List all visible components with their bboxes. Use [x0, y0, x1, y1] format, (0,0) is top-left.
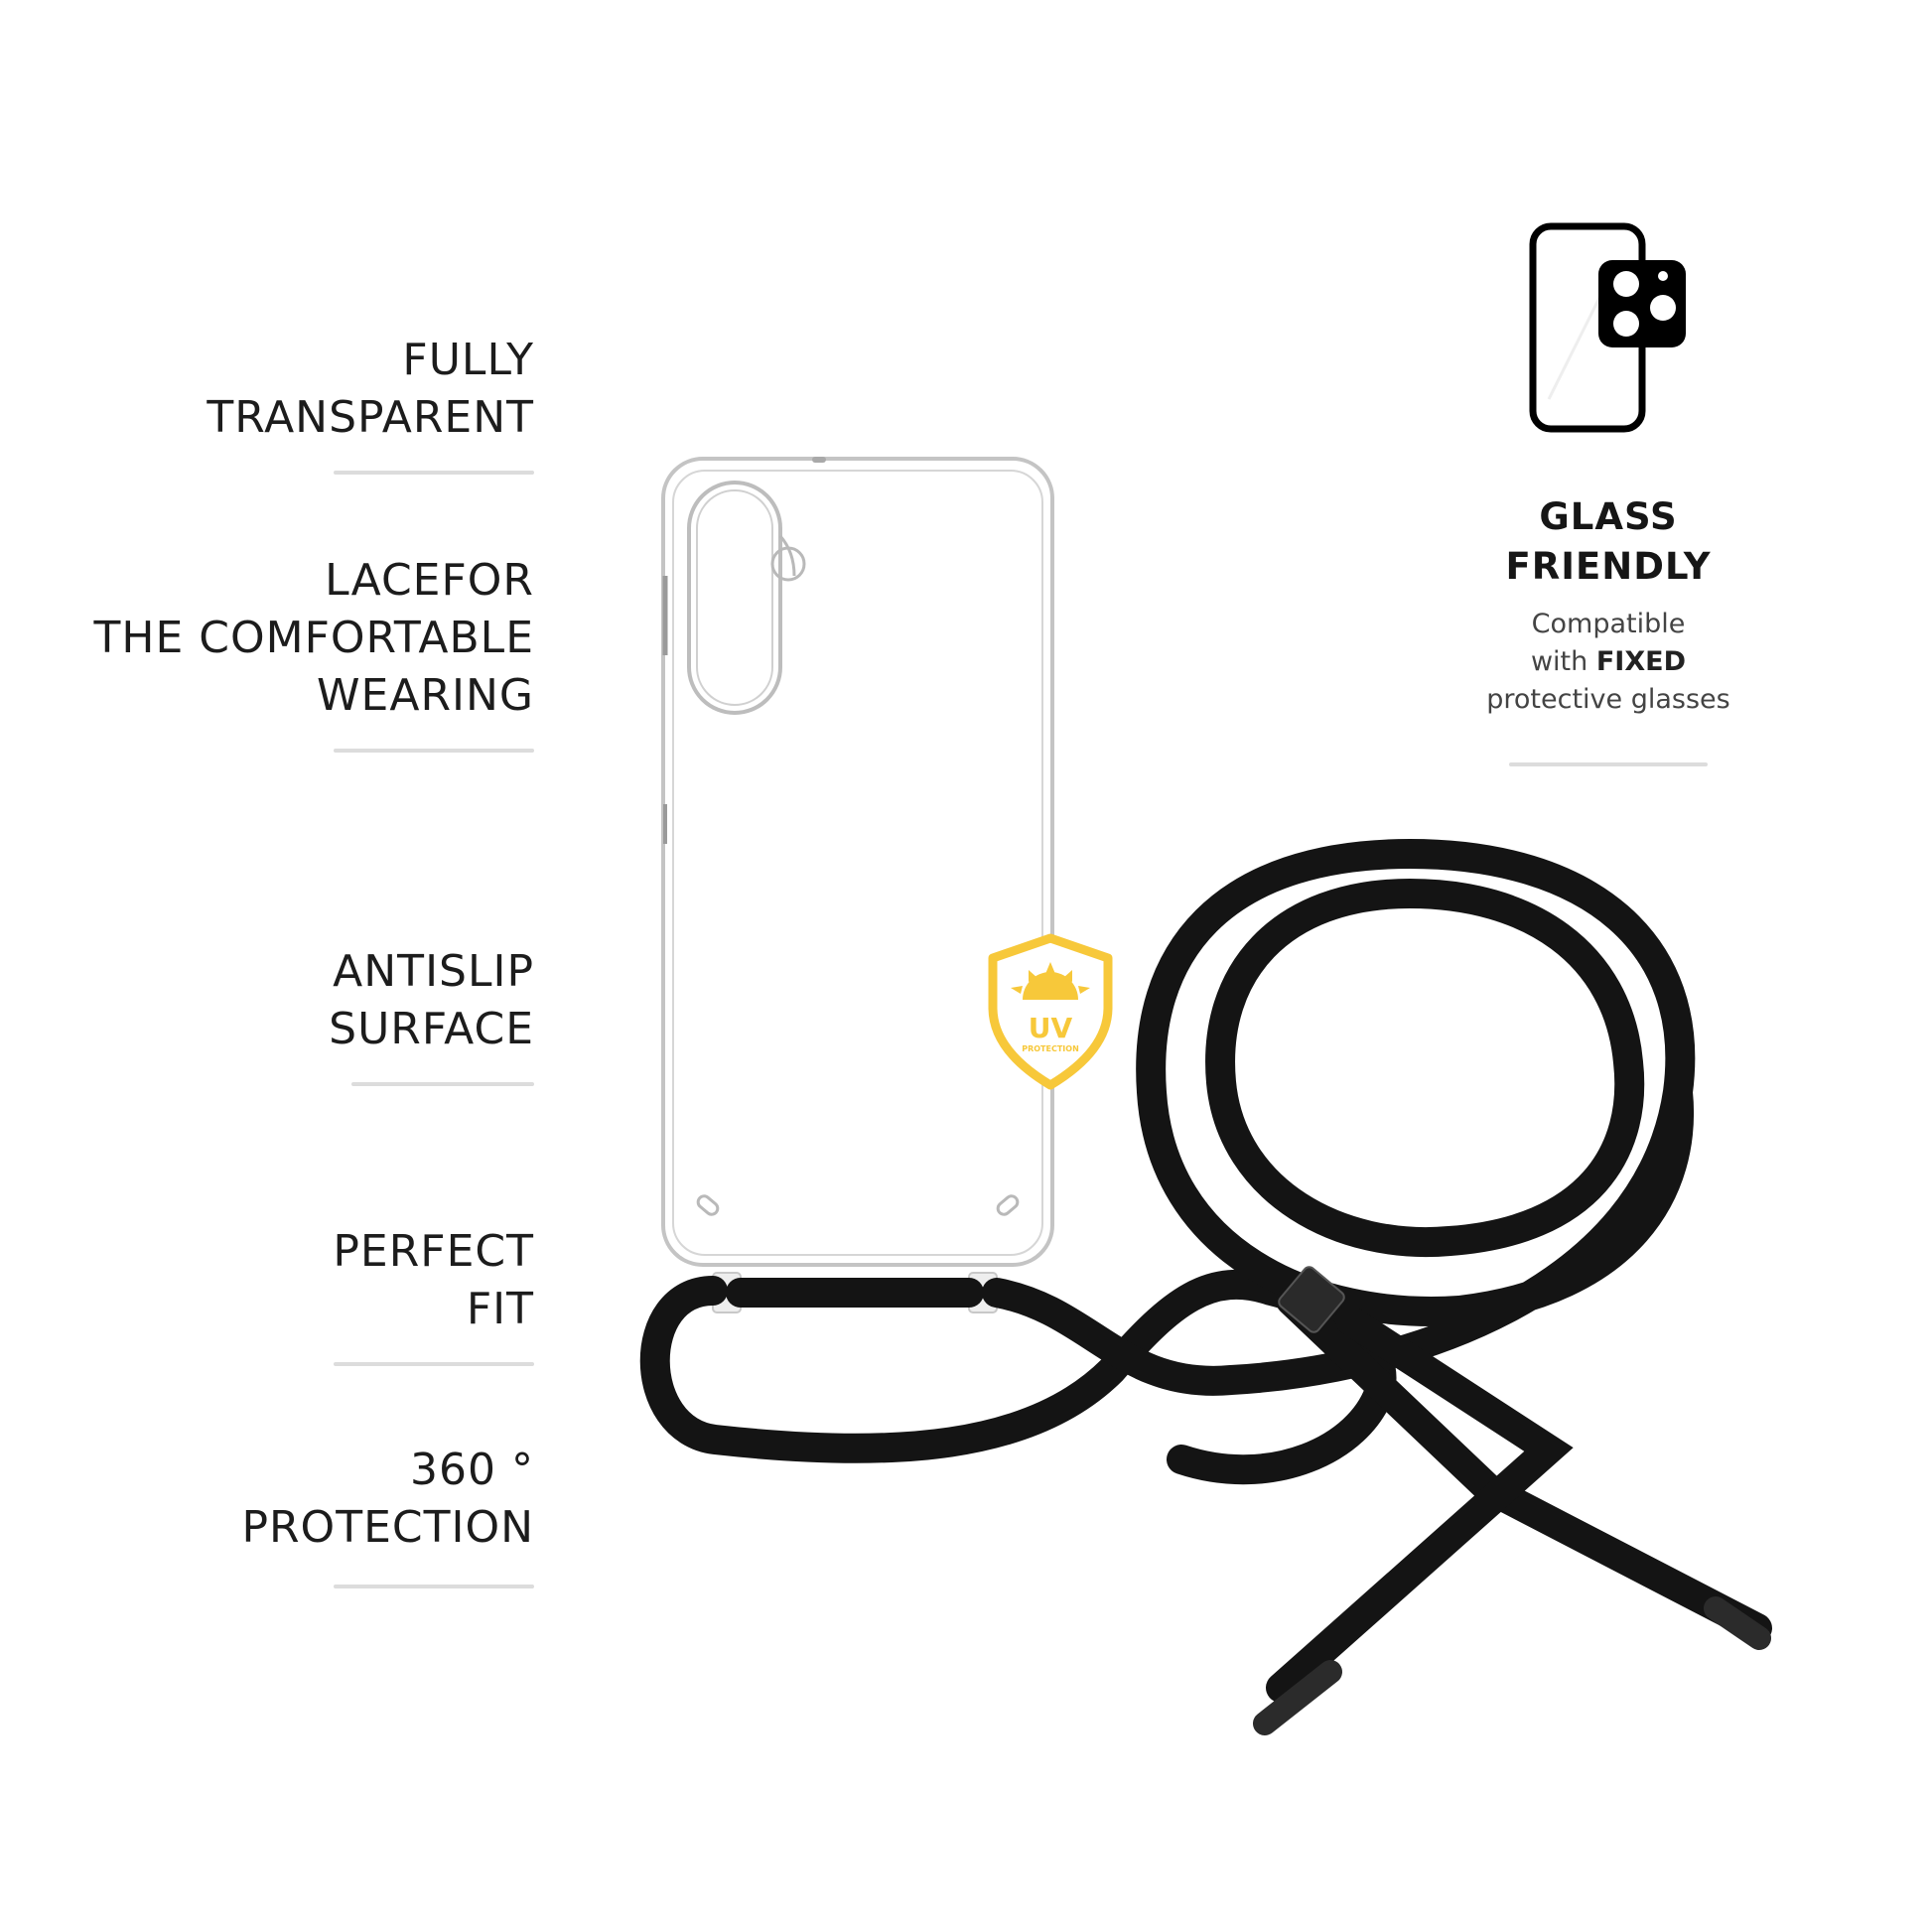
- feature-lace: LACEFOR THE COMFORTABLE WEARING: [94, 552, 534, 725]
- glass-friendly-title: GLASS FRIENDLY: [1505, 495, 1712, 588]
- feature-label: LACEFOR THE COMFORTABLE WEARING: [93, 555, 534, 721]
- divider: [334, 1362, 534, 1366]
- divider: [334, 1585, 534, 1588]
- desc-line-1: Compatible: [1531, 609, 1686, 639]
- divider: [1509, 762, 1708, 766]
- lanyard-cord: [639, 838, 1772, 1703]
- feature-label: FULLY TRANSPARENT: [207, 335, 534, 443]
- feature-label: PERFECT FIT: [333, 1226, 534, 1334]
- uv-subtitle: PROTECTION: [1022, 1044, 1079, 1053]
- feature-fully-transparent: FULLY TRANSPARENT: [207, 332, 534, 447]
- glass-friendly-description: Compatible with FIXED protective glasses: [1459, 606, 1757, 719]
- glass-friendly-block: GLASS FRIENDLY Compatible with FIXED pro…: [1459, 492, 1757, 719]
- desc-line-2: with FIXED: [1459, 643, 1757, 681]
- uv-title: UV: [1029, 1012, 1073, 1044]
- feature-label: 360 ° PROTECTION: [241, 1445, 534, 1553]
- feature-perfect-fit: PERFECT FIT: [333, 1223, 534, 1338]
- uv-protection-shield-icon: UV PROTECTION: [988, 933, 1113, 1090]
- feature-360-protection: 360 ° PROTECTION: [241, 1442, 534, 1557]
- feature-label: ANTISLIP SURFACE: [329, 946, 534, 1054]
- divider: [351, 1082, 534, 1086]
- feature-antislip: ANTISLIP SURFACE: [329, 943, 534, 1058]
- phone-with-camera-glass-icon: [1529, 222, 1686, 433]
- cord-aglets: [1253, 1596, 1771, 1735]
- cord-stopper: [1278, 1266, 1345, 1333]
- brand-name: FIXED: [1595, 646, 1687, 677]
- divider: [334, 749, 534, 753]
- desc-with: with: [1530, 646, 1588, 677]
- transparent-phone-case: [661, 457, 1054, 1313]
- desc-line-3: protective glasses: [1486, 684, 1730, 715]
- divider: [334, 471, 534, 475]
